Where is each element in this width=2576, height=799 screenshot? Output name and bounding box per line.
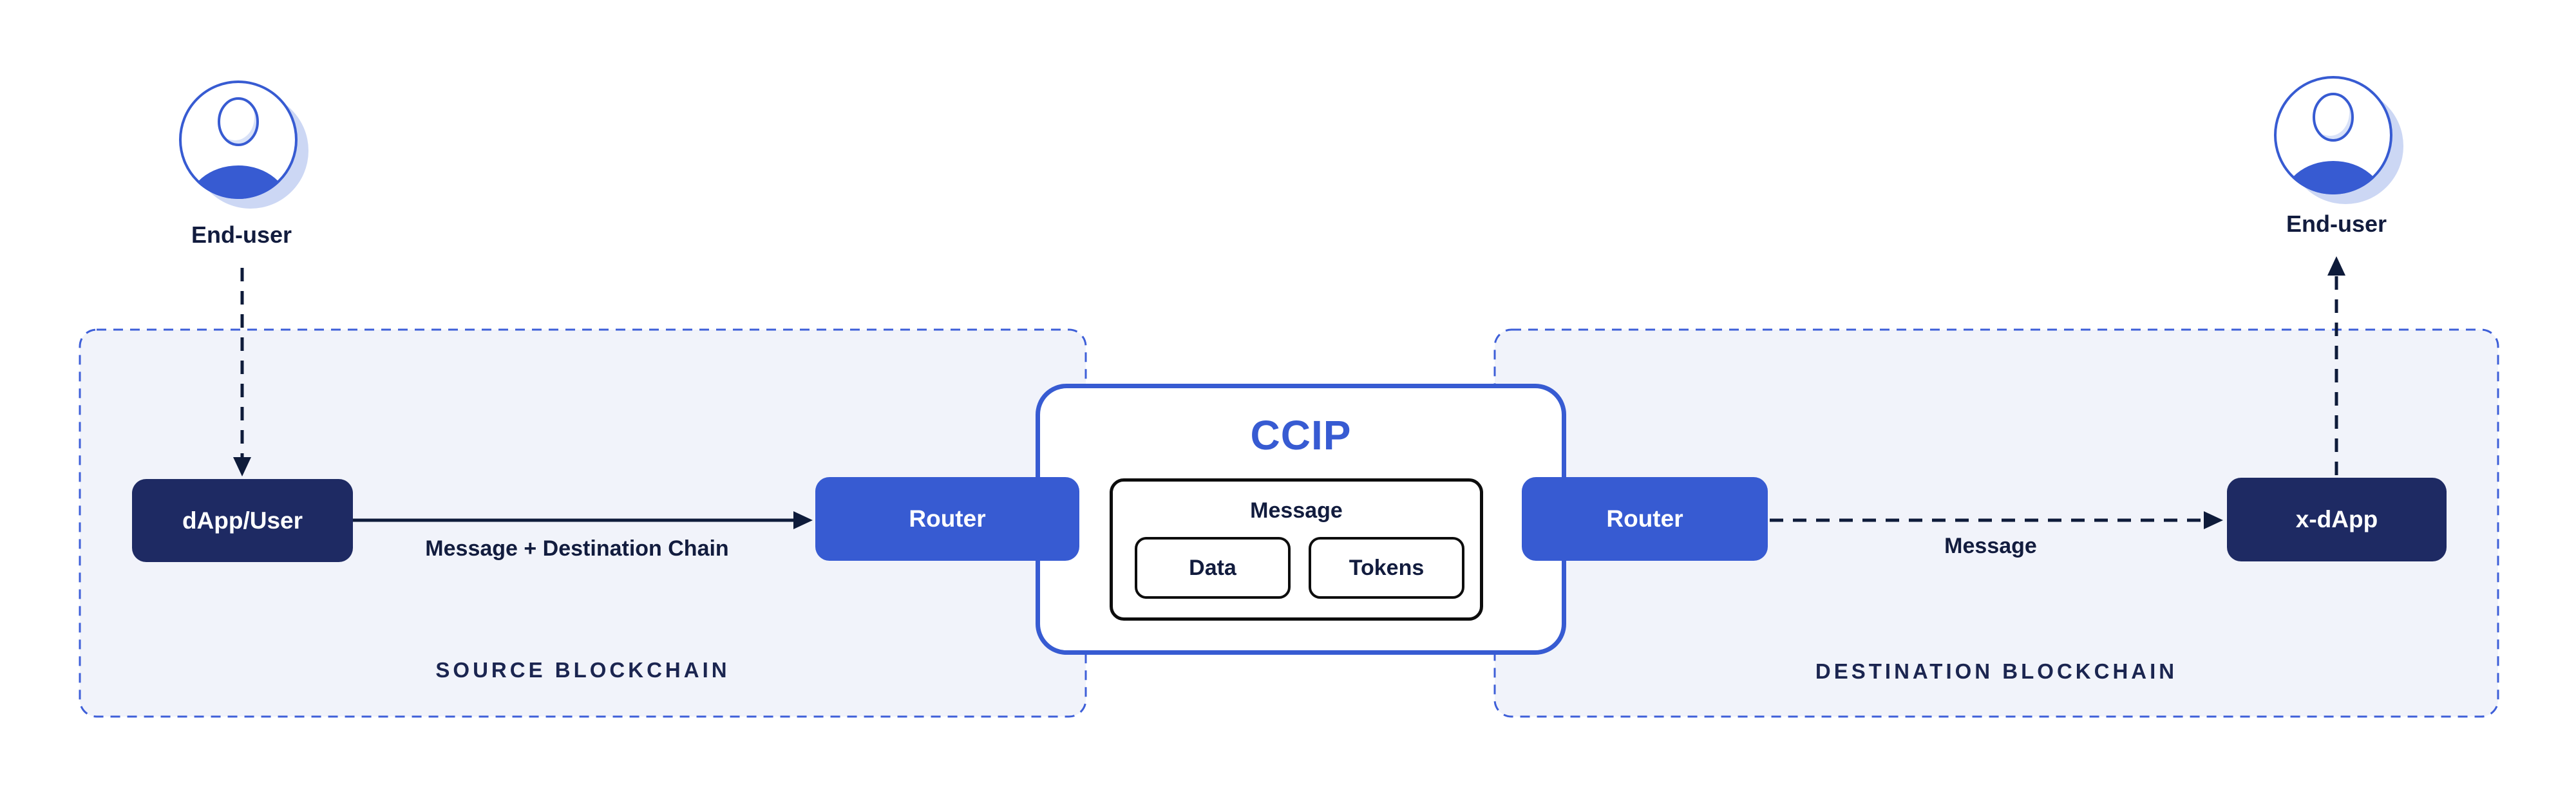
destination-blockchain-label: DESTINATION BLOCKCHAIN (1815, 659, 2178, 683)
end-user-label: End-user (191, 221, 292, 248)
ccip-container: CCIP Message Data Tokens (1036, 384, 1566, 655)
end-user-icon (2274, 76, 2403, 204)
data-box: Data (1135, 537, 1291, 599)
source-router-box: Router (815, 477, 1079, 561)
message-edge-label: Message (1944, 534, 2037, 558)
end-user-icon (179, 80, 308, 209)
message-box-label: Message (1250, 498, 1343, 523)
end-user-label: End-user (2286, 211, 2387, 237)
tokens-box: Tokens (1309, 537, 1464, 599)
source-blockchain-label: SOURCE BLOCKCHAIN (435, 658, 730, 682)
destination-router-box: Router (1522, 477, 1768, 561)
dapp-user-box: dApp/User (132, 479, 353, 562)
ccip-title: CCIP (1250, 412, 1352, 458)
xdapp-box: x-dApp (2227, 478, 2447, 561)
message-box: Message Data Tokens (1110, 478, 1483, 621)
message-destination-chain-label: Message + Destination Chain (425, 536, 729, 561)
